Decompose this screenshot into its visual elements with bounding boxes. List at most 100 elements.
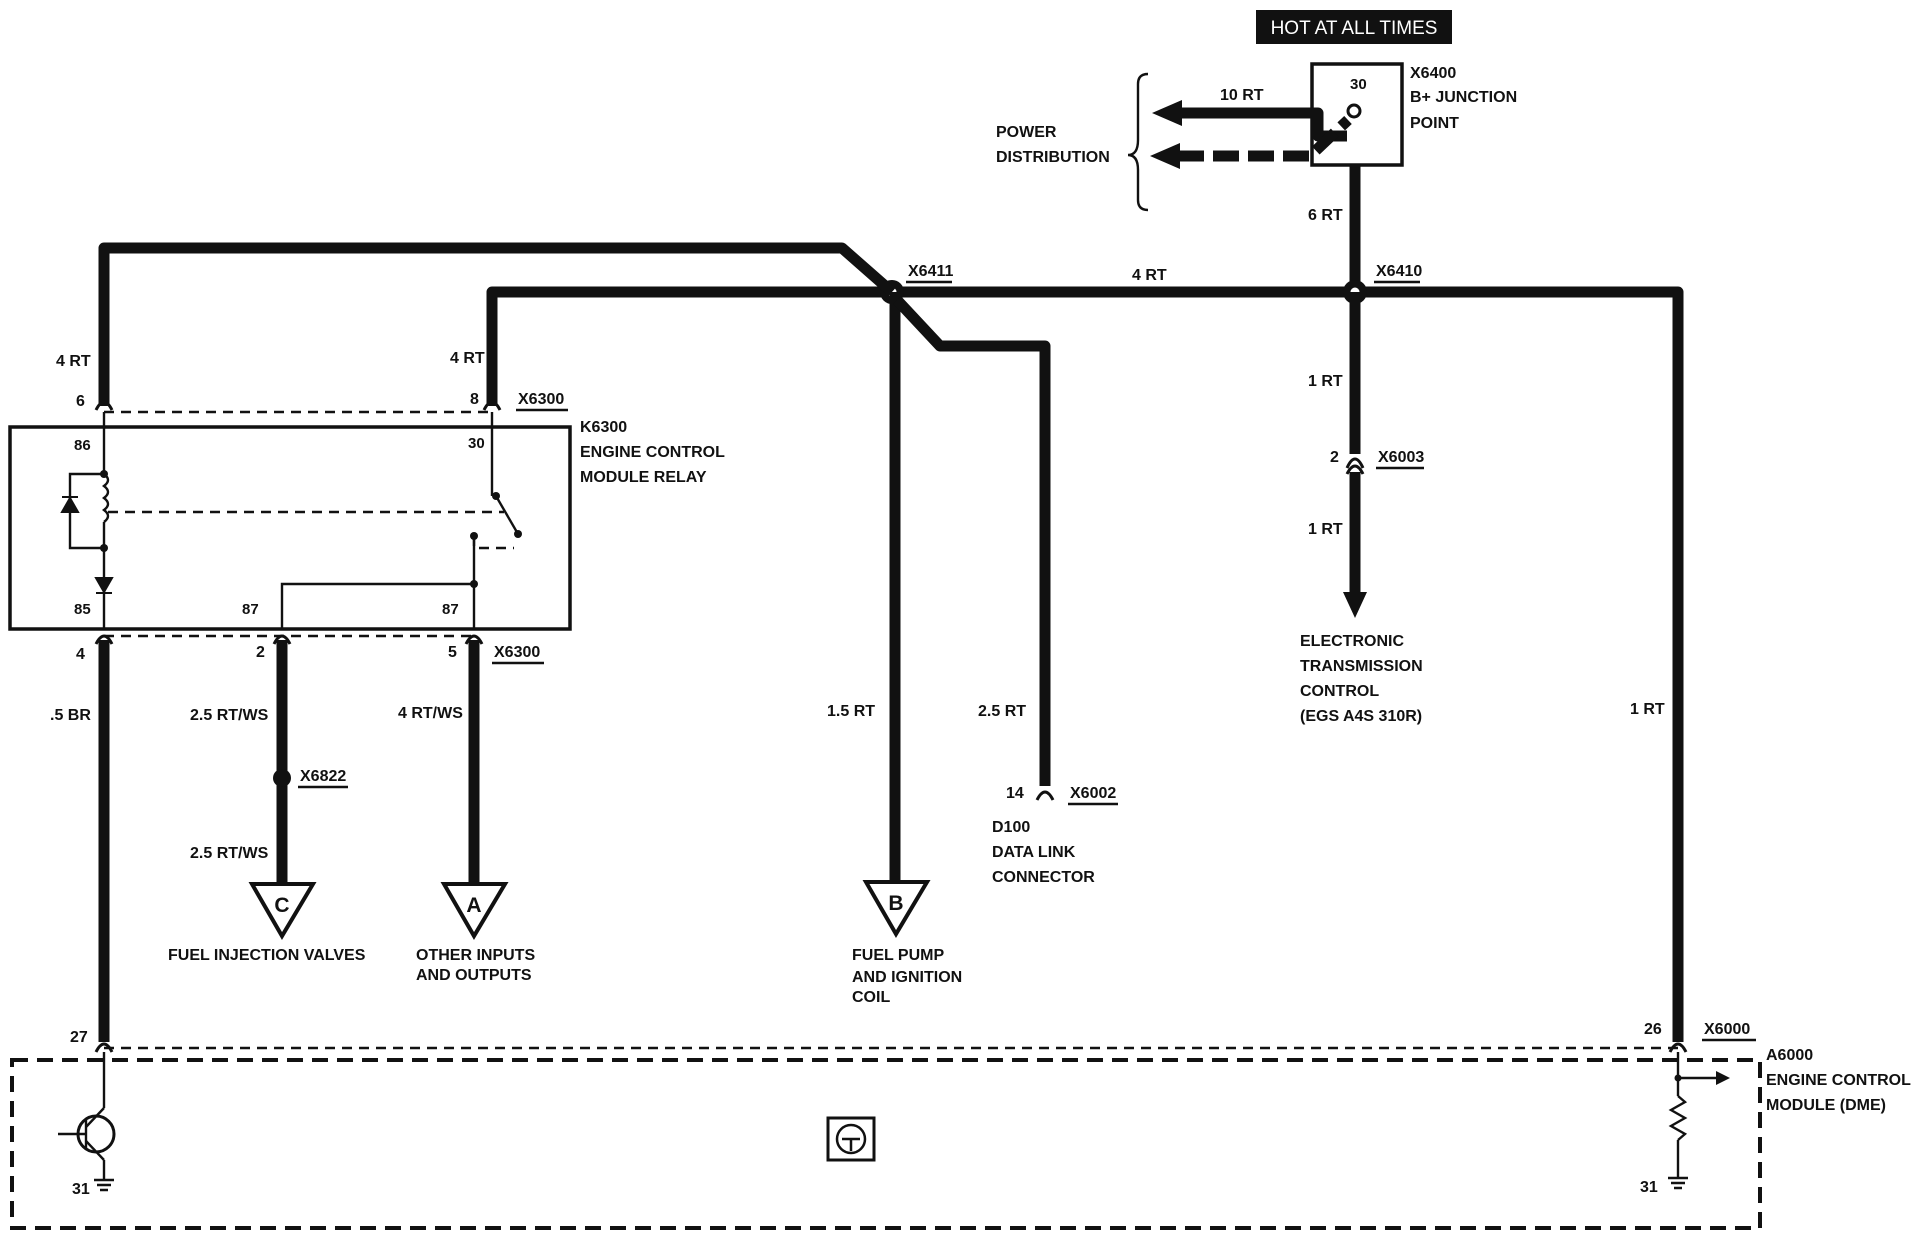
ecm-id: A6000 [1766, 1047, 1813, 1064]
wire-10rt-label: 10 RT [1220, 87, 1264, 104]
power-distribution-bracket [1127, 72, 1149, 212]
wire-4rtws-label: 4 RT/WS [398, 705, 463, 722]
ref-b-label-line3: COIL [852, 989, 890, 1006]
wire-0-5br-label: .5 BR [50, 707, 91, 724]
x6400-desc-line1: B+ JUNCTION [1410, 89, 1517, 106]
wire-1rt-right-label: 1 RT [1630, 701, 1665, 718]
wire-4rt-bus-label: 4 RT [1132, 267, 1167, 284]
relay-switch-contact [514, 530, 522, 538]
ref-c-letter: C [274, 894, 289, 917]
ground-left-label: 31 [72, 1181, 90, 1198]
egs-arrow [1343, 592, 1367, 618]
ecm-symbol-mark [842, 1137, 860, 1151]
x6400-pin-30: 30 [1350, 76, 1367, 93]
relay-desc-line1: ENGINE CONTROL [580, 444, 725, 461]
x6300-top-label: X6300 [518, 391, 564, 408]
ref-b-label-line2: AND IGNITION [852, 969, 962, 986]
power-distribution-label-line2: DISTRIBUTION [996, 149, 1110, 166]
relay-pin-85: 85 [74, 601, 91, 618]
egs-label-line1: ELECTRONIC [1300, 633, 1404, 650]
relay-desc-line2: MODULE RELAY [580, 469, 707, 486]
relay-pin-86: 86 [74, 437, 91, 454]
ref-b-triangle [862, 880, 931, 938]
ref-b-letter: B [888, 892, 903, 915]
x6400-id: X6400 [1410, 65, 1456, 82]
wire-1-5rt-label: 1.5 RT [827, 703, 875, 720]
splice-x6410-label: X6410 [1376, 263, 1422, 280]
ref-b-label-line1: FUEL PUMP [852, 947, 944, 964]
ecm-pin-27: 27 [70, 1029, 88, 1046]
ground-left-icon [94, 1178, 114, 1192]
ecm-right-output-arrow [1716, 1071, 1730, 1085]
x6003-pin: 2 [1330, 449, 1339, 466]
wire-1rt-a-label: 1 RT [1308, 373, 1343, 390]
wire-4rt-relay-pin6 [98, 242, 896, 406]
x6400-desc-line2: POINT [1410, 115, 1459, 132]
ecm-desc-line1: ENGINE CONTROL [1766, 1072, 1911, 1089]
egs-label-line3: CONTROL [1300, 683, 1379, 700]
relay-pin-4: 4 [76, 646, 85, 663]
wire-power-dist-arrow [1150, 143, 1180, 169]
ref-c-triangle [248, 882, 317, 940]
wire-2-5rt-dlc [892, 296, 1051, 786]
ground-right-label: 31 [1640, 1179, 1658, 1196]
relay-pin-8: 8 [470, 391, 479, 408]
x6300-bottom-label: X6300 [494, 644, 540, 661]
x6003-label: X6003 [1378, 449, 1424, 466]
hot-at-all-times-box [1256, 10, 1452, 44]
relay-87-crossover [280, 582, 474, 630]
relay-switch-no-contact [472, 536, 514, 550]
relay-diode [60, 495, 80, 513]
dlc-label-line2: DATA LINK [992, 844, 1076, 861]
resistor-icon [1668, 1095, 1688, 1141]
x6000-label: X6000 [1704, 1021, 1750, 1038]
ref-a-label-line2: AND OUTPUTS [416, 967, 532, 984]
wire-4rt-left-label: 4 RT [56, 353, 91, 370]
egs-label-line4: (EGS A4S 310R) [1300, 708, 1422, 725]
splice-x6822-label: X6822 [300, 768, 346, 785]
wire-4rt-bus [486, 286, 1684, 1042]
relay-pin2-connector [272, 634, 292, 645]
x6002-label: X6002 [1070, 785, 1116, 802]
splice-x6411-label: X6411 [908, 263, 953, 280]
relay-switch-blade [494, 495, 520, 535]
relay-pin-87a: 87 [242, 601, 259, 618]
egs-label-line2: TRANSMISSION [1300, 658, 1423, 675]
transistor-emitter [85, 1140, 105, 1161]
dlc-label-line3: CONNECTOR [992, 869, 1095, 886]
hot-at-all-times-label: HOT AT ALL TIMES [1271, 18, 1438, 39]
ecm-a6000-box [10, 1058, 1762, 1230]
transistor-collector [85, 1107, 105, 1128]
relay-pin-6: 6 [76, 393, 85, 410]
ecm-symbol-inner [835, 1123, 867, 1155]
ref-c-label: FUEL INJECTION VALVES [168, 947, 366, 964]
ecm-symbol-icon [826, 1116, 876, 1162]
relay-coil [102, 473, 110, 523]
relay-k6300-box [8, 425, 572, 631]
relay-pin-30: 30 [468, 435, 485, 452]
relay-pin-5: 5 [448, 644, 457, 661]
wire-2-5rt-label: 2.5 RT [978, 703, 1026, 720]
x6003-connector [1345, 457, 1365, 475]
wire-10rt-arrow [1152, 100, 1182, 126]
relay-coil-diode-lower [94, 577, 114, 595]
ref-a-letter: A [466, 894, 481, 917]
wire-2-5rtws-lower-label: 2.5 RT/WS [190, 845, 269, 862]
wire-1rt-b-label: 1 RT [1308, 521, 1343, 538]
relay-pin-87b: 87 [442, 601, 459, 618]
ecm-desc-line2: MODULE (DME) [1766, 1097, 1886, 1114]
ecm-pin27-connector [94, 1042, 114, 1053]
x6002-pin: 14 [1006, 785, 1024, 802]
ecm-pin26-connector [1668, 1042, 1688, 1053]
relay-pin6-connector [94, 400, 114, 411]
ref-a-triangle [440, 882, 509, 940]
splice-x6822 [273, 769, 291, 787]
relay-pin4-connector [94, 634, 114, 645]
wire-4rt-mid-label: 4 RT [450, 350, 485, 367]
x6002-connector [1035, 790, 1055, 801]
x6400-terminal [1346, 103, 1362, 119]
wire-6rt-label: 6 RT [1308, 207, 1343, 224]
relay-pin-2: 2 [256, 644, 265, 661]
relay-id: K6300 [580, 419, 627, 436]
wire-power-dist-dashed [1178, 116, 1352, 162]
